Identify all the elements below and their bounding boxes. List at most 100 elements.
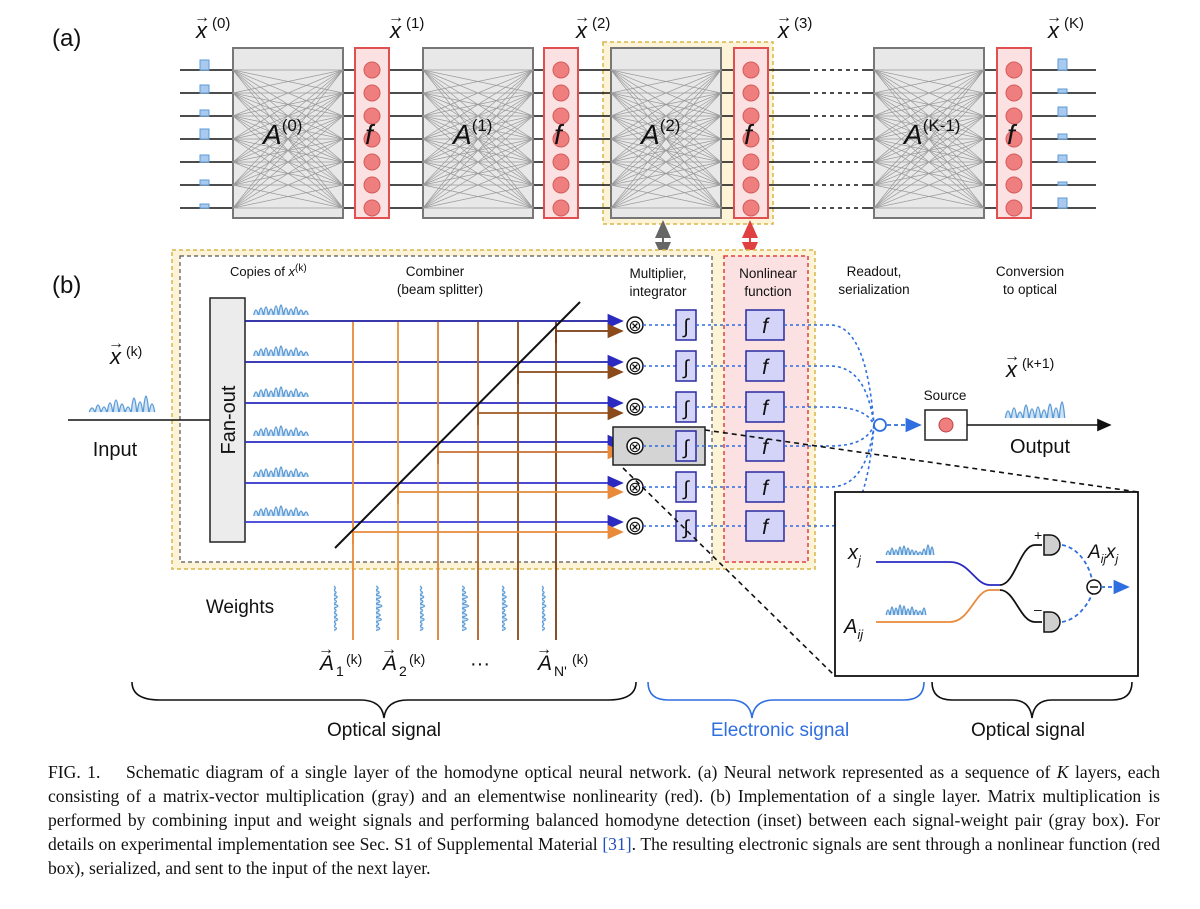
- neuron: [742, 61, 760, 79]
- readout-path: [784, 424, 875, 527]
- caption-text-1: Schematic diagram of a single layer of t…: [126, 762, 1057, 782]
- input-pulse: [199, 84, 210, 94]
- caption-k: K: [1056, 762, 1069, 782]
- weight-branch: [437, 444, 624, 464]
- output-pulse-train: [1004, 401, 1066, 419]
- weight-branch: [477, 405, 624, 425]
- integrator-symbol: ∫: [682, 357, 690, 379]
- combiner-sublabel: (beam splitter): [397, 282, 483, 297]
- inset-zoom-line-bottom: [622, 467, 836, 677]
- nonlinearity-label: f: [1007, 119, 1018, 150]
- input-pulse: [199, 59, 210, 71]
- svg-text:(k+1): (k+1): [1022, 355, 1054, 371]
- matrix-blocks: A(0)A(1)A(2)A(K-1): [232, 47, 985, 219]
- nonlinear-symbol: f: [762, 477, 770, 500]
- nonlinear-box: [745, 309, 785, 341]
- signal-copy-pulses: [253, 386, 309, 398]
- source-label: Source: [924, 388, 967, 403]
- neuron: [1005, 84, 1023, 102]
- weight-pulses: [501, 585, 508, 632]
- neuron: [742, 153, 760, 171]
- neuron: [1005, 153, 1023, 171]
- multiplier-label: Multiplier,: [629, 266, 686, 281]
- inset-detector-minus: [1043, 611, 1061, 633]
- integrator-symbol: ∫: [682, 437, 690, 459]
- caption-text-3: . The resulting electronic signals are s…: [48, 834, 1160, 878]
- weight-label-2: A 2 (k) →: [381, 641, 425, 679]
- neuron: [552, 130, 570, 148]
- nonlinearity-block: f: [543, 47, 579, 219]
- weights-label: Weights: [206, 597, 274, 618]
- beam-splitter: [334, 301, 581, 549]
- input-pulse-train: [88, 395, 156, 413]
- caption-reference-link[interactable]: [31]: [602, 834, 632, 854]
- vector-label-0: x (0) →: [194, 9, 230, 43]
- optical-signal-right-label: Optical signal: [971, 720, 1085, 741]
- brace-optical-left: [131, 681, 637, 719]
- integrator-symbol: ∫: [682, 316, 690, 338]
- neuron: [363, 61, 381, 79]
- processing-unit: ⊗∫f: [626, 309, 785, 341]
- nonlinear-box: [745, 391, 785, 423]
- svg-text:A: A: [536, 652, 552, 675]
- svg-text:x: x: [389, 18, 402, 43]
- svg-text:→: →: [108, 335, 124, 352]
- electronic-signal-label: Electronic signal: [711, 720, 849, 741]
- svg-text:→: →: [574, 9, 590, 26]
- nonlinear-symbol: f: [762, 356, 770, 379]
- output-pulse: [1057, 197, 1068, 209]
- neuron: [1005, 61, 1023, 79]
- svg-text:x: x: [109, 344, 122, 369]
- svg-text:(3): (3): [794, 15, 812, 32]
- svg-text:→: →: [318, 641, 334, 658]
- brace-optical-right: [931, 681, 1133, 719]
- multiplier-symbol: ⊗: [628, 519, 641, 536]
- neuron: [363, 199, 381, 217]
- output-pulse: [1057, 154, 1068, 163]
- nonlinearity-label: f: [365, 119, 376, 150]
- output-pulse: [1057, 181, 1068, 186]
- nonlinear-box: [745, 471, 785, 503]
- vector-label-2: x (2) →: [574, 9, 610, 43]
- output-vector-label: x (k+1) →: [1004, 348, 1054, 382]
- signal-rows: [245, 304, 624, 640]
- inset-minus-sign: –: [1034, 601, 1042, 617]
- nonlinear-box: [745, 510, 785, 542]
- inset-detector-plus: [1043, 534, 1061, 556]
- layer-gap-dashes: [806, 69, 866, 209]
- readout-label: Readout,: [847, 264, 902, 279]
- nonlinear-label: Nonlinear: [739, 266, 797, 281]
- neuron: [742, 176, 760, 194]
- inset-signal-pulses: [885, 544, 935, 556]
- neuron: [742, 107, 760, 125]
- neuron: [552, 107, 570, 125]
- figure-caption: FIG. 1. Schematic diagram of a single la…: [48, 760, 1160, 880]
- input-pulse: [199, 154, 210, 163]
- matrix-block: A(0): [232, 47, 344, 219]
- integrator-symbol: ∫: [682, 398, 690, 420]
- readout-path: [784, 324, 875, 426]
- panel-a-label: (a): [52, 25, 81, 52]
- svg-text:A: A: [381, 652, 397, 675]
- fan-out-block: [209, 297, 246, 543]
- inset-weight-pulses: [885, 604, 927, 616]
- vector-label-3: x (3) →: [776, 9, 812, 43]
- copies-label: Copies of x(k): [230, 263, 307, 279]
- signal-copy-pulses: [253, 345, 309, 357]
- weight-labels: A 1 (k) → A 2 (k) → ··· A N' (k) →: [318, 641, 588, 679]
- neuron: [363, 130, 381, 148]
- integrator-symbol: ∫: [682, 517, 690, 539]
- to-optical-label: to optical: [1003, 282, 1057, 297]
- weight-pulses: [333, 585, 339, 632]
- signal-copy-pulses: [253, 466, 309, 478]
- nonlinear-symbol: f: [762, 315, 770, 338]
- vector-label-1: x (1) →: [388, 9, 424, 43]
- neuron: [552, 199, 570, 217]
- input-label: Input: [93, 439, 138, 461]
- integrator-label: integrator: [629, 284, 687, 299]
- neuron: [552, 84, 570, 102]
- weight-pulse-trains: [333, 585, 547, 632]
- svg-text:x: x: [777, 18, 790, 43]
